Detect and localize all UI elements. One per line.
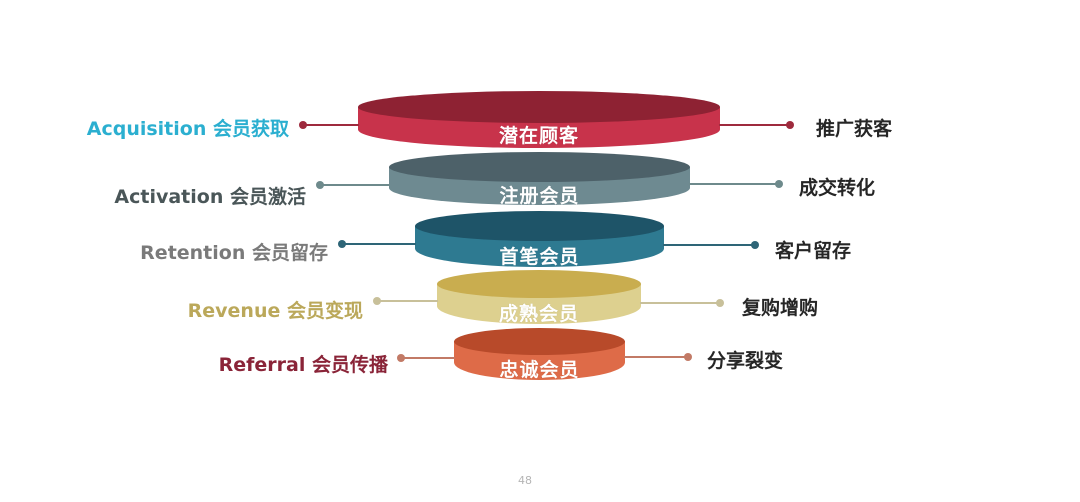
layer-label: 潜在顾客 xyxy=(498,125,579,147)
left-label-acquisition: Acquisition 会员获取 xyxy=(87,114,289,141)
right-label-5: 分享裂变 xyxy=(707,350,784,372)
left-dot-5 xyxy=(397,354,405,362)
left-dot-2 xyxy=(316,181,324,189)
left-dot-4 xyxy=(373,297,381,305)
left-connector-5 xyxy=(401,357,455,359)
right-label-1: 推广获客 xyxy=(816,118,893,140)
right-connector-4 xyxy=(640,302,720,304)
left-connector-4 xyxy=(377,300,438,302)
right-connector-2 xyxy=(689,183,779,185)
right-label-2: 成交转化 xyxy=(799,177,876,199)
left-connector-2 xyxy=(320,184,390,186)
left-label-referral: Referral 会员传播 xyxy=(219,350,388,377)
layer-top xyxy=(415,211,664,241)
right-connector-3 xyxy=(663,244,755,246)
funnel-layer-4: 成熟会员 xyxy=(437,270,641,325)
layer-top xyxy=(437,270,641,298)
label-en: Referral xyxy=(218,354,306,376)
left-dot-1 xyxy=(299,121,307,129)
right-label-4: 复购增购 xyxy=(742,297,819,319)
left-label-activation: Activation 会员激活 xyxy=(114,182,306,209)
right-dot-2 xyxy=(775,180,783,188)
right-dot-4 xyxy=(716,299,724,307)
funnel-layer-5: 忠诚会员 xyxy=(454,328,625,381)
right-connector-1 xyxy=(719,124,790,126)
right-dot-3 xyxy=(751,241,759,249)
page-number: 48 xyxy=(518,474,532,487)
layer-label: 注册会员 xyxy=(499,185,580,207)
label-en: Revenue xyxy=(187,300,281,322)
layer-label: 忠诚会员 xyxy=(499,359,580,381)
layer-label: 首笔会员 xyxy=(499,246,580,268)
right-connector-5 xyxy=(624,356,688,358)
label-zh: 会员传播 xyxy=(311,354,388,376)
layer-top xyxy=(454,328,625,355)
layer-label: 成熟会员 xyxy=(498,303,579,325)
label-zh: 会员变现 xyxy=(286,300,363,322)
label-en: Acquisition xyxy=(86,118,207,140)
left-label-revenue: Revenue 会员变现 xyxy=(188,296,363,323)
left-connector-3 xyxy=(342,243,416,245)
right-dot-5 xyxy=(684,353,692,361)
label-zh: 会员获取 xyxy=(212,118,289,140)
funnel-layer-3: 首笔会员 xyxy=(415,211,664,268)
layer-top xyxy=(389,152,690,182)
label-zh: 会员留存 xyxy=(251,242,328,264)
right-dot-1 xyxy=(786,121,794,129)
right-label-3: 客户留存 xyxy=(775,240,852,262)
funnel-layer-1: 潜在顾客 xyxy=(358,91,720,148)
left-dot-3 xyxy=(338,240,346,248)
label-en: Retention xyxy=(140,242,246,264)
funnel-layer-2: 注册会员 xyxy=(389,152,690,207)
left-connector-1 xyxy=(303,124,359,126)
layer-top xyxy=(358,91,720,123)
left-label-retention: Retention 会员留存 xyxy=(140,238,328,265)
label-zh: 会员激活 xyxy=(229,186,306,208)
label-en: Activation xyxy=(114,186,224,208)
